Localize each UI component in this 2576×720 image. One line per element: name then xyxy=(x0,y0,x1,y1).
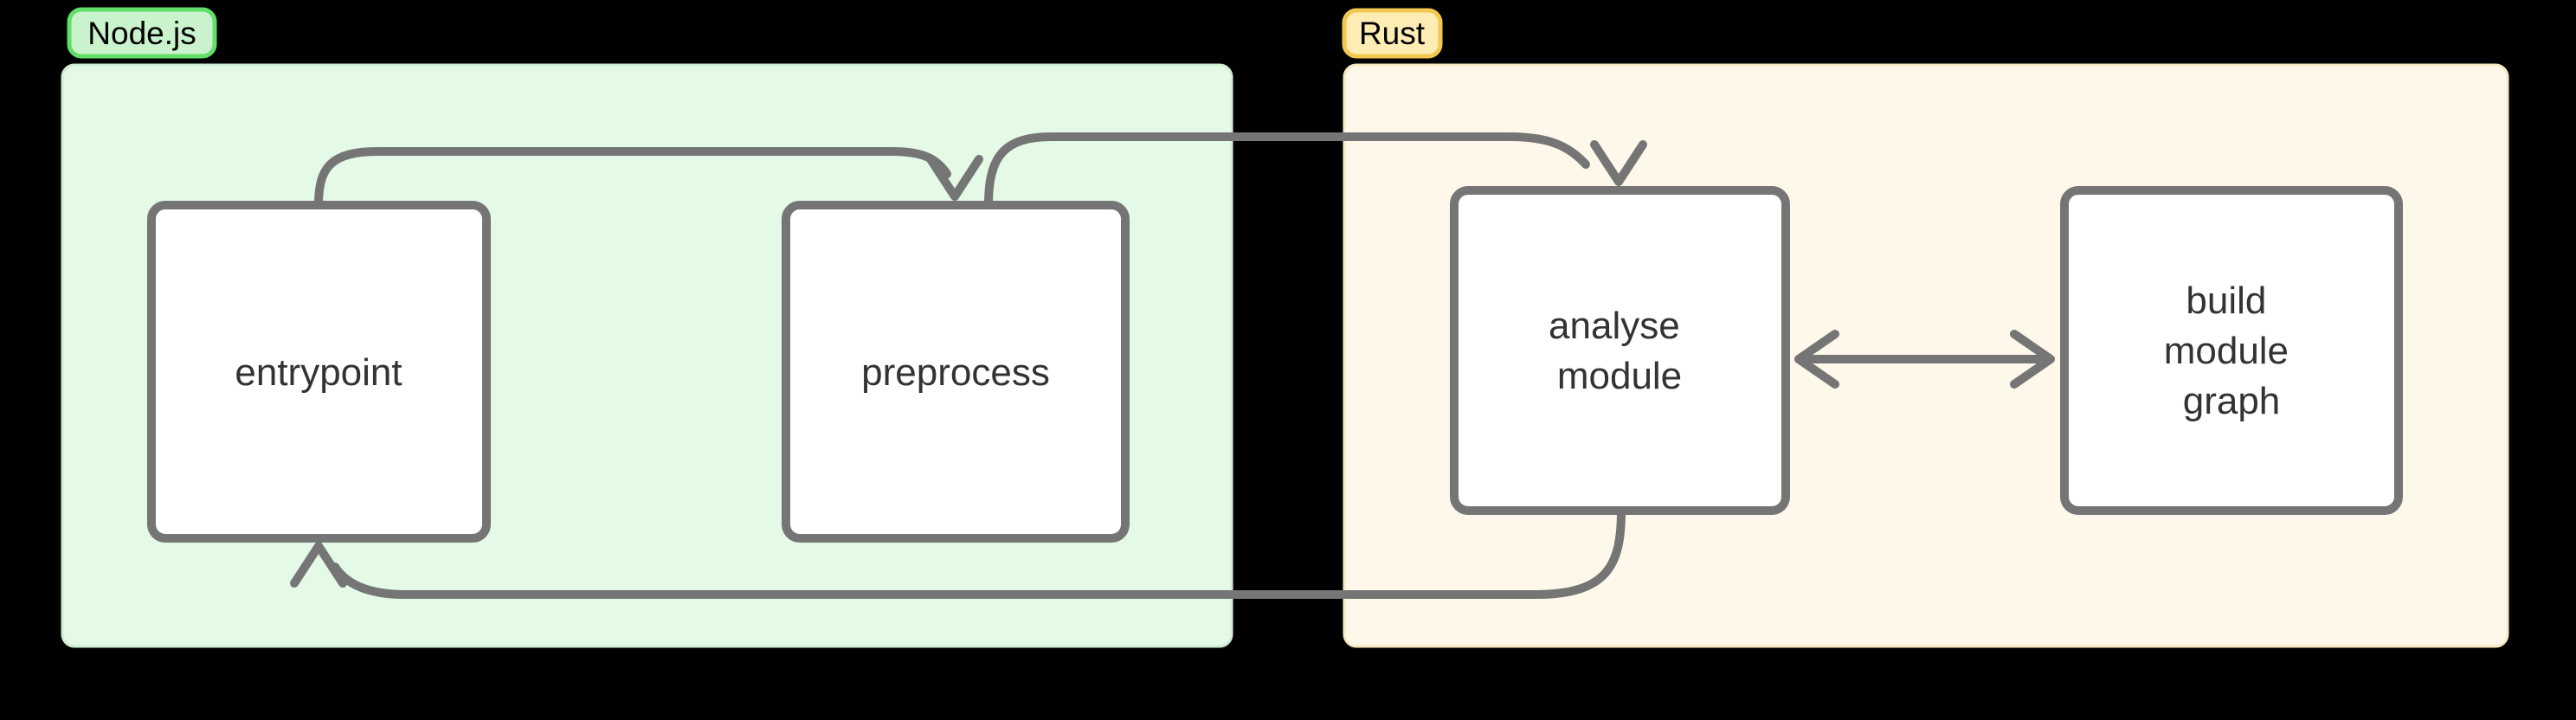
arrowhead-into-preprocess-icon xyxy=(926,155,983,201)
build-module-graph-box xyxy=(2060,186,2403,515)
edge-analyse-module-to-entrypoint xyxy=(331,506,1626,599)
build-module-graph-label-line1: build xyxy=(2186,280,2266,322)
rust-group-label-pill xyxy=(1342,8,1443,59)
nodejs-group-label-pill xyxy=(67,7,217,59)
node-build-module-graph: build module graph xyxy=(2060,186,2403,515)
nodejs-group-label: Node.js xyxy=(87,16,196,51)
node-analyse-module: analyse module xyxy=(1450,186,1790,515)
analyse-module-label: analyse module xyxy=(1549,305,1690,397)
analyse-module-label-line1: analyse xyxy=(1549,305,1680,347)
nodes: entrypoint preprocess analyse module bui… xyxy=(147,186,2403,543)
arrowhead-into-build-module-graph-icon xyxy=(2010,330,2055,389)
build-module-graph-label: build module graph xyxy=(2164,280,2300,422)
build-module-graph-label-line3: graph xyxy=(2183,380,2281,422)
analyse-module-box xyxy=(1450,186,1790,515)
edges xyxy=(290,132,2055,599)
arrowhead-into-entrypoint-icon xyxy=(290,542,347,588)
entrypoint-label: entrypoint xyxy=(235,351,402,394)
arrowhead-into-analyse-module-icon xyxy=(1590,140,1647,186)
rust-group-label: Rust xyxy=(1359,16,1426,51)
analyse-module-label-line2: module xyxy=(1557,355,1682,397)
arrowhead-into-analyse-module-right-icon xyxy=(1794,330,1839,389)
preprocess-box xyxy=(782,201,1130,543)
node-entrypoint: entrypoint xyxy=(147,201,491,543)
node-preprocess: preprocess xyxy=(782,201,1130,543)
entrypoint-box xyxy=(147,201,491,543)
edge-preprocess-to-analyse-module xyxy=(984,132,1590,209)
build-module-graph-label-line2: module xyxy=(2164,330,2289,372)
preprocess-label: preprocess xyxy=(861,351,1050,394)
